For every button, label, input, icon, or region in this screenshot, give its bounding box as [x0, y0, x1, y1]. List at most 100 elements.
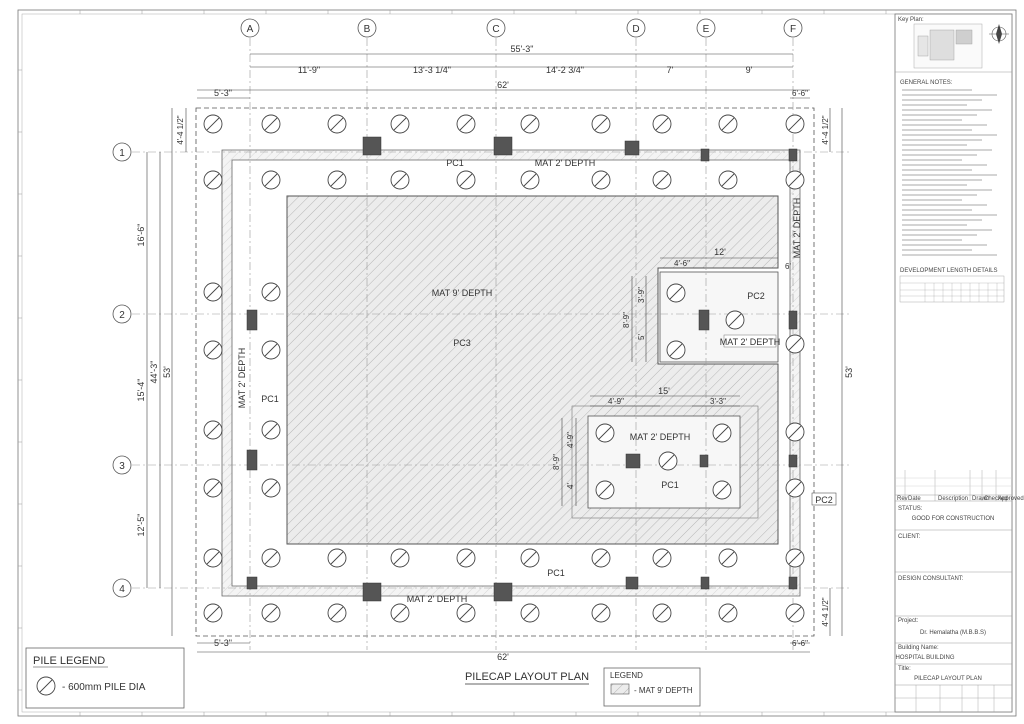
pile-icon — [520, 170, 540, 190]
dim-side-offset-left: 4'-4 1/2" — [176, 115, 185, 144]
pile-icon — [591, 170, 611, 190]
pile-icon — [520, 114, 540, 134]
label-mat2-left: MAT 2' DEPTH — [237, 348, 247, 408]
pile-icon — [390, 114, 410, 134]
column — [624, 140, 640, 156]
pile-icon — [456, 548, 476, 568]
dim-top-seg-5: 9' — [746, 65, 753, 75]
column — [788, 454, 798, 468]
pile-icon — [261, 170, 281, 190]
label-mat2-bottom: MAT 2' DEPTH — [407, 594, 467, 604]
pile-icon — [203, 114, 223, 134]
pile-icon — [203, 282, 223, 302]
pile-icon — [203, 340, 223, 360]
dim-top-seg-3: 14'-2 3/4" — [546, 65, 584, 75]
tb-general-notes-title: GENERAL NOTES: — [900, 80, 953, 86]
area-labels: PC1 MAT 2' DEPTH MAT 9' DEPTH PC3 PC2 MA… — [237, 158, 837, 604]
pile-icon — [591, 548, 611, 568]
legend-swatch — [610, 683, 630, 695]
dim-left-seg-2: 15'-4" — [136, 379, 146, 402]
dim-pc2-width: 12' — [714, 247, 726, 257]
pile-icon — [261, 478, 281, 498]
pile-icon — [520, 548, 540, 568]
grid-bubble-col — [696, 18, 716, 38]
label-mat9: MAT 9' DEPTH — [432, 288, 492, 298]
pc1-dimensions: 15' 4'-9" 3'-3" 8'-9" 4'-9" 4' — [552, 386, 740, 506]
label-mat2-right: MAT 2' DEPTH — [792, 198, 802, 258]
column — [788, 310, 798, 330]
dim-pc1-bottom: 4' — [566, 483, 575, 489]
grid-label-col: E — [703, 24, 710, 35]
pile-icon — [712, 423, 732, 443]
column — [246, 449, 258, 471]
grid-label-row: 1 — [119, 148, 125, 159]
grid-bubble-row — [112, 304, 132, 324]
dim-left-total: 44'-3" — [149, 361, 159, 384]
pile-icon — [203, 170, 223, 190]
rev-header-approved: Approved — [998, 496, 1024, 502]
grid-label-col: F — [790, 24, 796, 35]
pile-icon — [327, 114, 347, 134]
tb-building-label: Building Name: — [898, 645, 939, 651]
pile-icon — [261, 114, 281, 134]
tb-status-value: GOOD FOR CONSTRUCTION — [912, 516, 995, 522]
pile-icon — [203, 548, 223, 568]
pile-icon — [718, 548, 738, 568]
pc2-dimensions: 12' 4'-6" 6' 8'-9" 3'-9" 5' — [622, 247, 791, 362]
grid-bubble-row — [112, 142, 132, 162]
column — [788, 576, 798, 590]
pile-legend-item: - 600mm PILE DIA — [62, 682, 146, 693]
label-pc1-block: PC1 — [661, 480, 679, 490]
pile-icon — [785, 334, 805, 354]
dim-left-seg-3: 12'-5" — [136, 514, 146, 537]
dim-top-seg-1: 11'-9" — [298, 65, 320, 75]
column — [700, 148, 710, 162]
general-notes-text — [902, 89, 997, 256]
pile-icon — [261, 420, 281, 440]
pile-icon — [520, 603, 540, 623]
dim-pc2-bottom: 5' — [637, 334, 646, 340]
dim-left-seg-1: 16'-6" — [136, 224, 146, 247]
column — [493, 136, 513, 156]
dim-overall-width-top: 62' — [497, 80, 509, 90]
grid-bubble-col — [486, 18, 506, 38]
pile-icon — [390, 548, 410, 568]
dim-side-offset-right-bottom: 4'-4 1/2" — [821, 597, 830, 626]
pile-icon — [712, 480, 732, 500]
left-dimensions: 16'-6" 15'-4" 12'-5" 44'-3" 53' 4'-4 1/2… — [136, 108, 187, 636]
column — [493, 582, 513, 602]
drawing-info-cells — [895, 685, 1012, 712]
tb-title-value: PILECAP LAYOUT PLAN — [914, 676, 982, 682]
tb-status-label: STATUS: — [898, 506, 923, 512]
pile-icon — [327, 603, 347, 623]
pile-icon — [718, 603, 738, 623]
dim-left-offset-top: 5'-3" — [214, 88, 232, 98]
pile-icon — [725, 310, 745, 330]
tb-key-plan-label: Key Plan: — [898, 17, 924, 23]
north-arrow-icon — [989, 24, 1009, 44]
tb-project-value: Dr. Hemalatha (M.B.B.S) — [920, 630, 986, 636]
rev-header-drawn: Drawn — [972, 496, 989, 502]
grid-bubble-col — [783, 18, 803, 38]
pile-group — [203, 114, 805, 623]
top-dimensions: 55'-3" 11'-9" 13'-3 1/4" 14'-2 3/4" 7' 9… — [197, 44, 810, 99]
grid-label-row: 3 — [119, 461, 125, 472]
pile-icon — [591, 114, 611, 134]
dim-top-seg-4: 7' — [667, 65, 674, 75]
pile-icon — [261, 603, 281, 623]
bottom-dimensions: 62' 5'-3" 6'-6" — [197, 638, 810, 662]
pile-icon — [718, 170, 738, 190]
pile-icon — [785, 603, 805, 623]
label-mat2-pc2: MAT 2' DEPTH — [720, 337, 780, 347]
pile-icon — [390, 603, 410, 623]
column-group — [246, 136, 798, 602]
column — [246, 576, 258, 590]
grid-label-row: 2 — [119, 310, 125, 321]
dim-pc1-height: 8'-9" — [552, 454, 561, 470]
legend-item: - MAT 9' DEPTH — [634, 686, 693, 695]
dim-left-offset-bottom: 5'-3" — [214, 638, 232, 648]
sheet-border — [17, 9, 1017, 717]
tb-client-label: CLIENT: — [898, 534, 921, 540]
pile-icon — [595, 480, 615, 500]
